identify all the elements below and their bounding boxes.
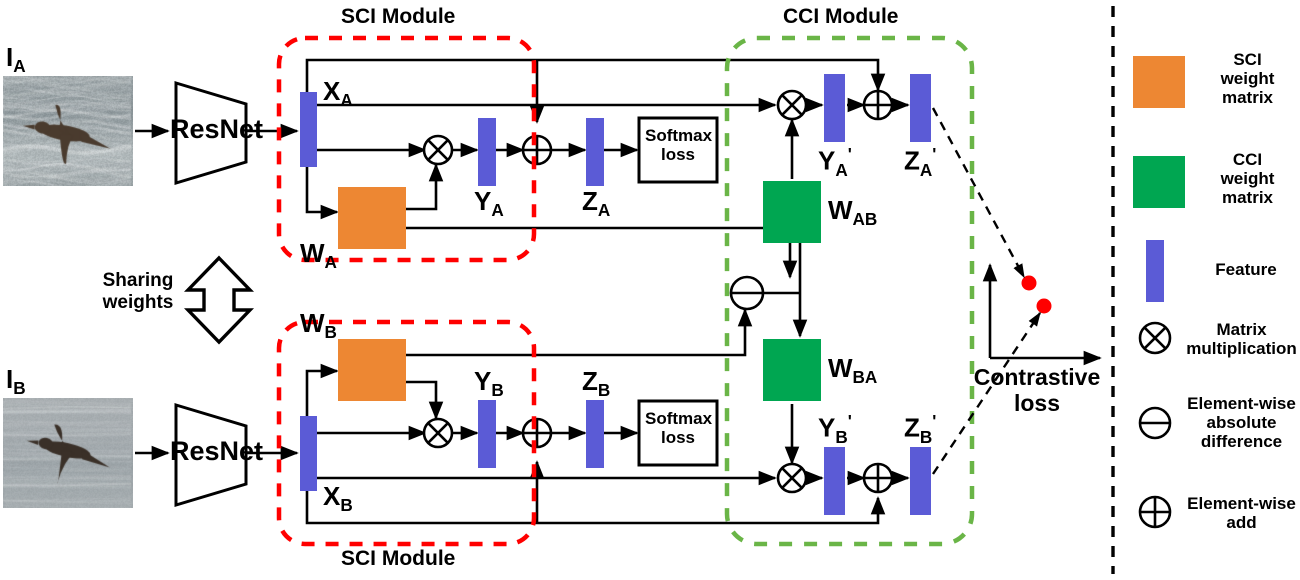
- label-wab: WAB: [828, 197, 877, 228]
- feature-bar-za: [586, 118, 604, 186]
- legend-swatch-feature: [1146, 240, 1164, 302]
- weight-block-wab: [763, 181, 821, 243]
- legend-label-element-wise-absolute-difference: Element-wise absolute difference: [1183, 394, 1300, 451]
- sharing-weights-label: Sharing weights: [88, 270, 188, 314]
- input-a-sub: A: [13, 56, 25, 76]
- feature-bar-ya: [478, 118, 496, 186]
- label-xa: XA: [323, 78, 353, 109]
- label-yb-prime: YB': [818, 412, 852, 446]
- feature-bar-yb: [478, 400, 496, 468]
- legend-swatch-sci-weight-matrix: [1133, 56, 1185, 108]
- feature-bar-yb-prime: [824, 447, 845, 515]
- legend-swatch-cci-weight-matrix: [1133, 156, 1185, 208]
- label-xb: XB: [323, 483, 353, 514]
- feature-bar-zb: [586, 400, 604, 468]
- embedding-point-b: [1037, 299, 1052, 314]
- label-yb: YB: [474, 368, 504, 399]
- contrastive-loss-line2: loss: [1014, 390, 1060, 416]
- label-wa: WA: [300, 240, 337, 271]
- sharing-weights-arrow: [188, 258, 250, 342]
- sharing-weights-line2: weights: [103, 292, 174, 313]
- feature-bars: [300, 74, 931, 515]
- feature-bar-za-prime: [910, 74, 931, 142]
- weight-block-wb: [338, 339, 406, 401]
- input-b-sub: B: [13, 378, 25, 398]
- cci-module-title: CCI Module: [783, 6, 899, 28]
- label-ya-prime: YA': [818, 145, 852, 179]
- contrastive-loss-points: [1022, 276, 1052, 314]
- label-za: ZA: [582, 188, 610, 219]
- sci-module-a-title: SCI Module: [341, 6, 455, 28]
- label-zb: ZB: [582, 368, 610, 399]
- label-za-prime: ZA': [904, 145, 936, 179]
- label-wb: WB: [300, 310, 337, 341]
- feature-bar-zb-prime: [910, 447, 931, 515]
- za-prime-to-point: [933, 108, 1024, 277]
- legend-label-cci-weight-matrix: CCI weight matrix: [1200, 150, 1295, 207]
- label-ya: YA: [474, 188, 504, 219]
- softmax-loss-a: Softmax loss: [645, 126, 711, 164]
- sharing-weights-line1: Sharing: [103, 270, 174, 291]
- input-label-b: IB: [6, 366, 26, 397]
- embedding-point-a: [1022, 276, 1037, 291]
- label-wba: WBA: [828, 355, 877, 386]
- contrastive-loss-label: Contrastive loss: [963, 365, 1111, 417]
- contrastive-loss-line1: Contrastive: [974, 364, 1101, 390]
- sci-module-b-title: SCI Module: [341, 548, 455, 570]
- resnet-b-label: ResNet: [170, 437, 263, 465]
- resnet-a-label: ResNet: [170, 115, 263, 143]
- legend-label-feature: Feature: [1196, 260, 1296, 279]
- label-zb-prime: ZB': [904, 412, 936, 446]
- feature-bar-xa: [300, 92, 317, 167]
- feature-bar-ya-prime: [824, 74, 845, 142]
- weight-block-wba: [763, 339, 821, 401]
- legend-label-matrix-multiplication: Matrix multiplication: [1183, 320, 1300, 358]
- input-label-a: IA: [6, 44, 26, 75]
- feature-bar-xb: [300, 416, 317, 491]
- legend-label-element-wise-add: Element-wise add: [1183, 494, 1300, 532]
- legend-label-sci-weight-matrix: SCI weight matrix: [1200, 50, 1295, 107]
- softmax-loss-b: Softmax loss: [645, 409, 711, 447]
- weight-block-wa: [338, 187, 406, 249]
